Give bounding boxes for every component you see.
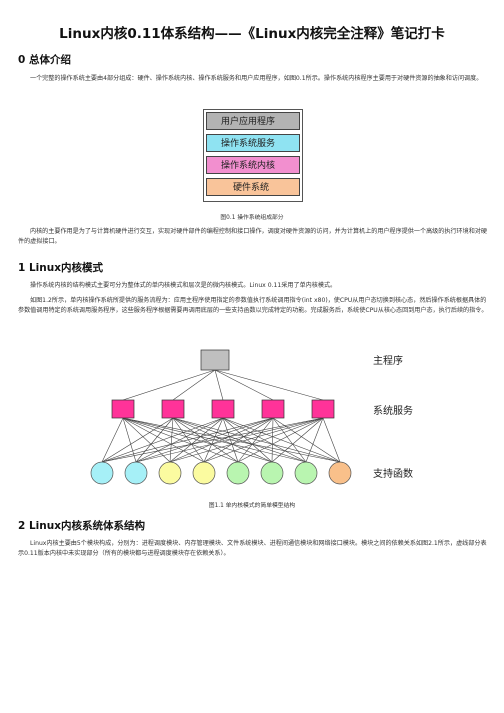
- system-service-box-4: [261, 399, 285, 419]
- support-function-circle-1: [90, 461, 114, 485]
- section-heading-2: 2 Linux内核系统体系结构: [18, 520, 145, 532]
- layer-os-services: 操作系统服务: [206, 134, 300, 152]
- page-title: Linux内核0.11体系结构——《Linux内核完全注释》笔记打卡: [59, 26, 445, 42]
- section-0-paragraph-2: 内核的主要作用是为了与计算机硬件进行交互，实现对硬件部件的编程控制和接口操作，调…: [18, 228, 488, 245]
- system-service-box-5: [311, 399, 335, 419]
- layer-user-applications: 用户应用程序: [206, 112, 300, 130]
- system-service-box-1: [111, 399, 135, 419]
- support-function-circle-5: [226, 461, 250, 485]
- label-support-functions: 支持函数: [373, 467, 413, 480]
- section-heading-0: 0 总体介绍: [18, 54, 71, 66]
- label-system-services: 系统服务: [373, 404, 413, 417]
- section-heading-1: 1 Linux内核模式: [18, 262, 103, 274]
- support-function-circle-8: [328, 461, 352, 485]
- layer-hardware: 硬件系统: [206, 178, 300, 196]
- support-function-circle-3: [158, 461, 182, 485]
- section-1-paragraph-2: 如图1.2所示，单内核操作系统所提供的服务流程为：应用主程序使用指定的参数值执行…: [18, 297, 488, 314]
- section-2-paragraph-1: Linux内核主要由5个模块构成，分别为：进程调度模块、内存管理模块、文件系统模…: [18, 540, 487, 557]
- section-1-paragraph-1: 操作系统内核的结构模式主要可分为整体式的单内核模式和层次是的微内核模式。Linu…: [30, 282, 337, 289]
- system-service-box-2: [161, 399, 185, 419]
- support-function-circle-7: [294, 461, 318, 485]
- label-main-program: 主程序: [373, 354, 403, 367]
- os-components-figure: 用户应用程序 操作系统服务 操作系统内核 硬件系统: [203, 109, 303, 202]
- figure-1-1-caption: 图1.1 单内核模式的简单模型结构: [208, 503, 296, 509]
- support-function-circle-4: [192, 461, 216, 485]
- section-0-paragraph-1: 一个完整的操作系统主要由4部分组成：硬件、操作系统内核、操作系统服务和用户应用程…: [30, 75, 483, 82]
- support-function-circle-2: [124, 461, 148, 485]
- monolithic-kernel-figure: 主程序 系统服务 支持函数: [90, 349, 413, 485]
- layer-os-kernel: 操作系统内核: [206, 156, 300, 174]
- main-program-box: [200, 349, 230, 371]
- figure-0-1-caption: 图0.1 操作系统组成部分: [220, 215, 284, 221]
- system-service-box-3: [211, 399, 235, 419]
- support-function-circle-6: [260, 461, 284, 485]
